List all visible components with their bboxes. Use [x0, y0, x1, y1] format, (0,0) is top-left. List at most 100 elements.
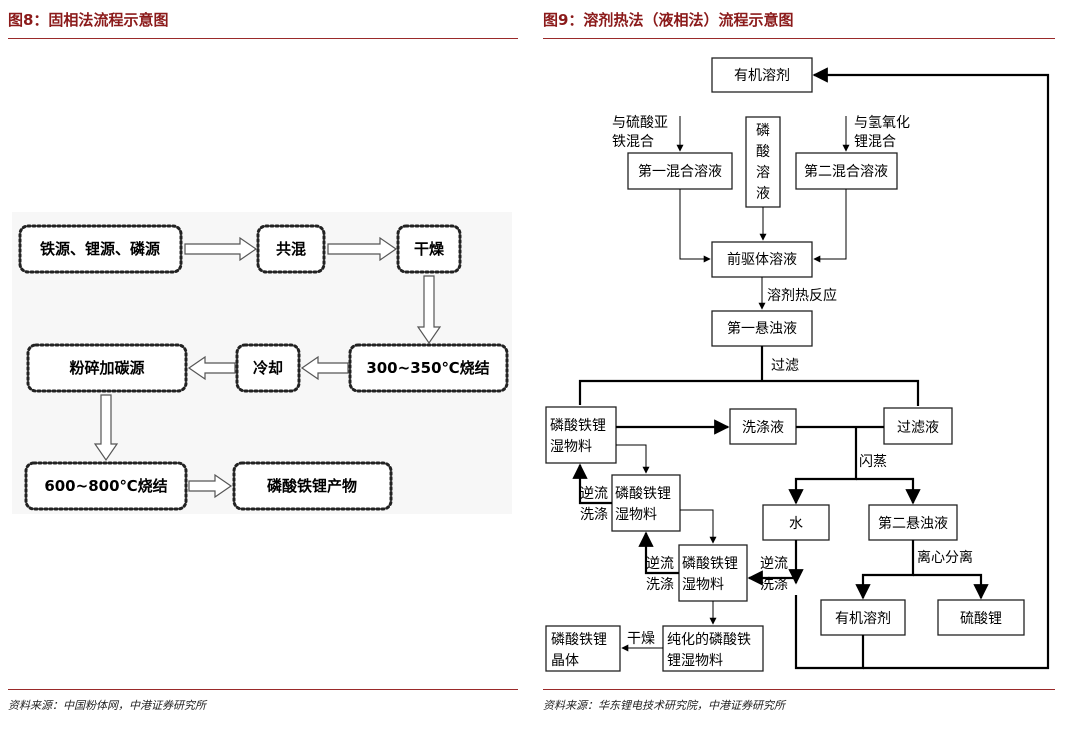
text-lfp-wet-2-l1: 磷酸铁锂 [615, 486, 671, 502]
hollow-arrow-raw-to-mix [184, 236, 258, 262]
solid-phase-diagram: 铁源、锂源、磷源 共混 干燥 300~350℃烧结 冷却 粉碎加碳源 600~8… [12, 212, 512, 514]
right-figure-title: 图9：溶剂热法（液相法）流程示意图 [543, 11, 794, 29]
right-figure-source: 资料来源：华东锂电技术研究院，中港证券研究所 [543, 699, 785, 712]
label-lioh-l2: 锂混合 [854, 134, 896, 150]
text-wash-liquid: 洗涤液 [742, 420, 784, 436]
hollow-arrow-crush-to-sinter2 [93, 394, 119, 462]
label-dry: 干燥 [627, 631, 655, 647]
node-raw-materials-label: 铁源、锂源、磷源 [40, 240, 160, 258]
left-source-rule [8, 689, 518, 690]
hollow-arrow-mix-to-dry [327, 236, 398, 262]
left-title-rule [8, 38, 518, 39]
text-lfp-wet-1-l1: 磷酸铁锂 [550, 418, 606, 434]
arrow-flash-to-water [788, 427, 858, 505]
label-lioh-l1: 与氢氧化 [854, 115, 910, 131]
label-counter3-l2: 洗涤 [760, 577, 788, 593]
node-raw-materials [18, 224, 183, 274]
right-source-rule [543, 689, 1055, 690]
text-phos-4: 液 [756, 186, 770, 202]
text-precursor: 前驱体溶液 [727, 251, 797, 268]
box-first-suspension [711, 310, 813, 347]
text-lfp-crystal-l2: 晶体 [551, 653, 579, 669]
box-precursor [711, 241, 813, 278]
text-first-suspension: 第一悬浊液 [727, 320, 797, 337]
node-sinter2-label: 600~800℃烧结 [44, 477, 167, 495]
arrow-susp2-to-lisulfate [913, 573, 989, 600]
label-centrifuge: 离心分离 [917, 549, 973, 566]
line-filter-split [578, 379, 920, 406]
text-second-mixture: 第二混合溶液 [804, 163, 888, 180]
box-phosphoric-acid [745, 116, 781, 208]
box-second-mixture [795, 152, 898, 190]
box-purified-lfp [662, 625, 764, 672]
text-lfp-wet-2-l2: 湿物料 [615, 507, 657, 523]
node-co-mix [256, 224, 326, 274]
hollow-arrow-sinter2-to-product [188, 473, 233, 499]
box-lfp-wet-1 [545, 406, 617, 464]
arrow-wet3-to-wet2 [638, 531, 679, 575]
hollow-arrow-dry-to-sinter1 [416, 275, 442, 345]
text-lfp-wet-3-l2: 湿物料 [682, 577, 724, 593]
label-counter1-l1: 逆流 [580, 486, 608, 502]
node-co-mix-label: 共混 [276, 240, 306, 258]
node-sinter-600-800 [24, 461, 188, 511]
box-first-mixture [627, 152, 733, 190]
label-counter3-l1: 逆流 [760, 556, 788, 572]
text-filtrate: 过滤液 [897, 420, 939, 436]
label-counter2-l2: 洗涤 [646, 577, 674, 593]
box-lfp-wet-2 [611, 474, 681, 532]
label-solvothermal: 溶剂热反应 [767, 287, 837, 304]
text-phos-3: 溶 [756, 165, 770, 181]
text-lfp-wet-1-l2: 湿物料 [550, 439, 592, 455]
node-product-label: 磷酸铁锂产物 [267, 477, 357, 495]
box-wash-liquid [729, 408, 797, 445]
box-organic-solvent-2 [820, 599, 906, 636]
text-lfp-crystal-l1: 磷酸铁锂 [551, 632, 607, 648]
arrow-mix2-to-precursor [813, 189, 847, 263]
arrow-flash-to-susp2 [856, 477, 921, 505]
line-organic2-loop [794, 595, 865, 670]
arrow-mix1-to-precursor [679, 189, 711, 263]
text-second-suspension: 第二悬浊液 [878, 515, 948, 532]
node-drying-label: 干燥 [414, 240, 445, 258]
arrow-wet1-to-wet2 [616, 444, 650, 474]
text-phos-2: 酸 [756, 144, 770, 160]
solvothermal-diagram: 有机溶剂 磷 酸 溶 液 第一混合溶液 第二混合溶液 前驱体溶液 第一悬浊液 磷… [545, 57, 1050, 672]
box-second-suspension [868, 504, 958, 541]
node-sinter1-label: 300~350℃烧结 [366, 359, 489, 377]
label-ferrous-l2: 铁混合 [612, 134, 654, 150]
text-lfp-wet-3-l1: 磷酸铁锂 [682, 556, 738, 572]
hollow-arrow-sinter1-to-cool [300, 355, 349, 381]
node-crush-add-carbon [26, 343, 188, 393]
left-figure-source: 资料来源：中国粉体网，中港证券研究所 [8, 699, 206, 712]
arrow-recycle-organic-solvent [812, 67, 1050, 670]
arrow-wet2-to-wet3 [680, 509, 717, 544]
text-water: 水 [789, 516, 803, 532]
box-lfp-crystal [545, 625, 621, 672]
node-drying [396, 224, 462, 274]
text-purified-lfp-l2: 锂湿物料 [667, 653, 723, 669]
node-cooling [235, 343, 301, 393]
text-phos-1: 磷 [756, 123, 770, 139]
label-counter1-l2: 洗涤 [580, 507, 608, 523]
arrow-susp2-to-organic2 [855, 540, 915, 600]
node-sinter-300-350 [348, 343, 509, 393]
text-first-mixture: 第一混合溶液 [638, 163, 722, 180]
label-filter: 过滤 [771, 358, 799, 374]
node-crush-label: 粉碎加碳源 [69, 359, 144, 377]
node-lfp-product [232, 461, 393, 511]
label-ferrous-l1: 与硫酸亚 [612, 115, 668, 131]
arrow-wet2-to-wet1 [572, 463, 612, 505]
box-lithium-sulfate [937, 599, 1025, 636]
label-counter2-l1: 逆流 [646, 556, 674, 572]
right-title-rule [543, 38, 1055, 39]
text-organic-solvent-2: 有机溶剂 [835, 611, 891, 627]
box-lfp-wet-3 [678, 544, 748, 602]
text-purified-lfp-l1: 纯化的磷酸铁 [667, 632, 751, 648]
box-organic-solvent [711, 57, 813, 93]
text-organic-solvent: 有机溶剂 [734, 68, 790, 84]
text-lithium-sulfate: 硫酸锂 [960, 611, 1002, 627]
left-figure-title: 图8：固相法流程示意图 [8, 11, 169, 29]
label-flash: 闪蒸 [859, 454, 887, 470]
